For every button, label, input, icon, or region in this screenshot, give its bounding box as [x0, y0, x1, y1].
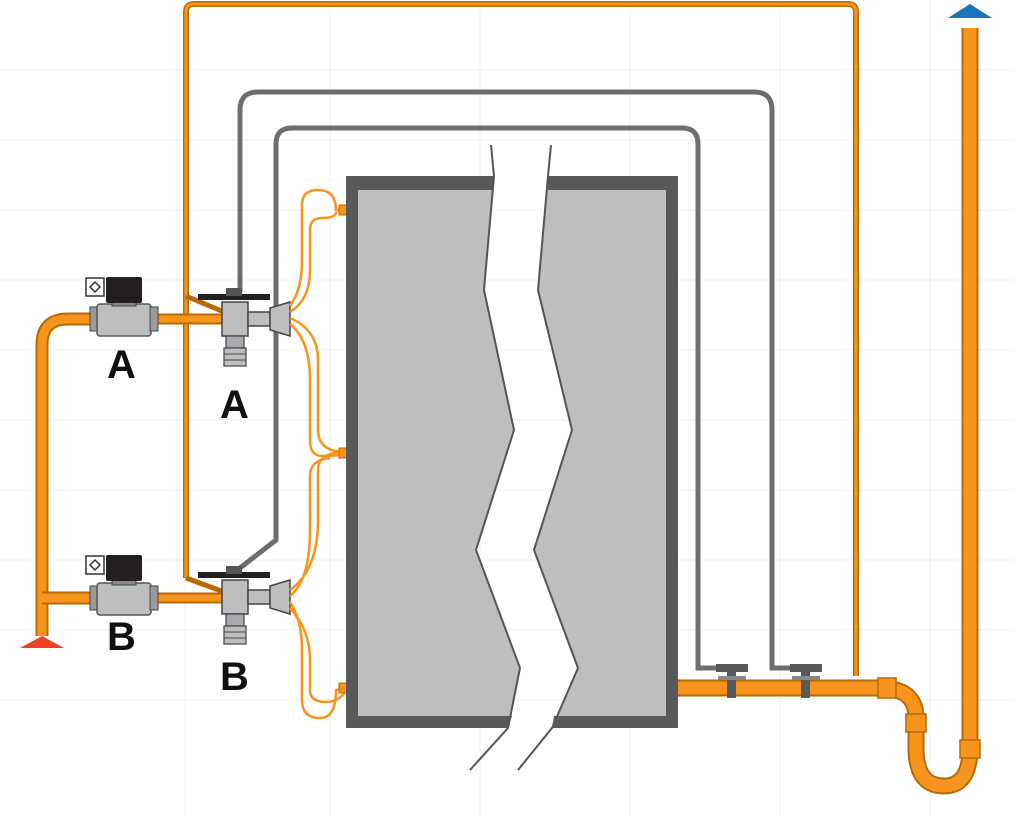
capillary-line-inner [238, 125, 732, 671]
liquid-line [35, 312, 222, 636]
distributor-tubes [288, 188, 348, 720]
coil-break-lines [469, 144, 580, 771]
equalizer-tube [183, 1, 859, 676]
solenoid-valve-a[interactable] [85, 277, 159, 337]
evaporator-coil-right [534, 176, 678, 728]
suction-line [678, 28, 981, 795]
evaporator-coil-left [346, 176, 520, 728]
valve-a-label: A [220, 383, 249, 427]
solenoid-a-label: A [107, 343, 136, 387]
solenoid-coil-b [106, 555, 142, 581]
sensing-bulb-clamp-1 [716, 664, 748, 698]
inlet-arrow-icon [20, 636, 64, 648]
sensing-bulb-clamp-2 [790, 664, 822, 698]
expansion-valve-a[interactable] [185, 288, 291, 367]
solenoid-valve-b[interactable] [85, 555, 159, 616]
solenoid-coil-a [106, 277, 142, 303]
solenoid-b-label: B [107, 615, 136, 659]
capillary-line-outer [237, 89, 806, 671]
outlet-arrow-icon [948, 4, 992, 18]
valve-b-label: B [220, 655, 249, 699]
expansion-valve-b[interactable] [185, 566, 291, 645]
